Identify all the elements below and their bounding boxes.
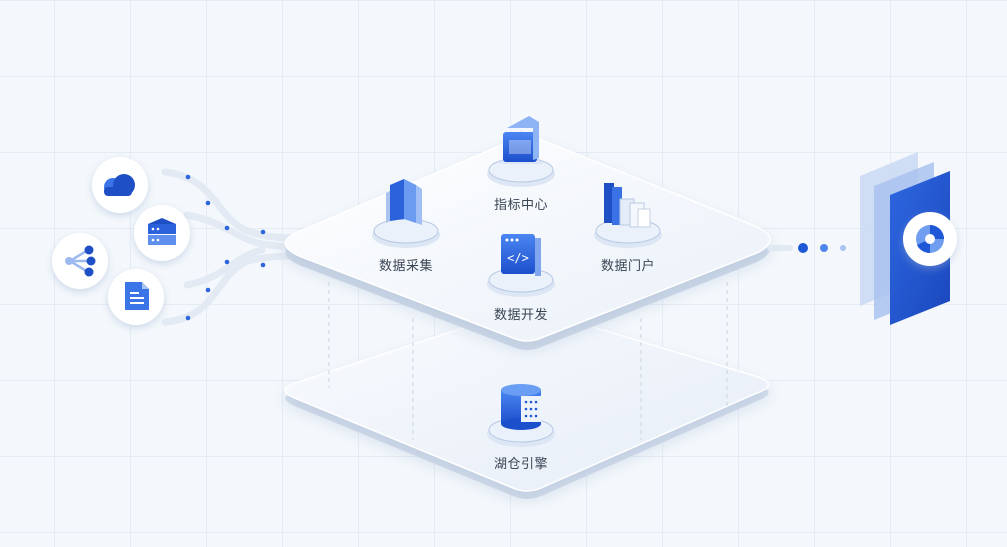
svg-text:</>: </> [507,251,529,265]
module-label-metrics: 指标中心 [493,198,549,213]
share-network-icon[interactable] [52,233,108,289]
connector-dots [185,174,266,321]
lakehouse-engine-icon[interactable] [487,384,555,447]
data-portal-icon[interactable] [594,183,662,248]
server-icon[interactable] [134,205,190,261]
dashed-supports [328,282,728,440]
output-connector [767,243,846,253]
data-collection-icon[interactable] [372,179,440,248]
module-label-portal: 数据门户 [600,259,656,274]
cloud-icon[interactable] [92,157,148,213]
metrics-center-icon[interactable] [487,116,555,187]
module-label-collect: 数据采集 [378,259,434,274]
data-development-icon[interactable]: </> [487,234,555,297]
pie-chart-panel-icon[interactable] [860,152,957,325]
source-connectors [161,168,304,326]
module-label-develop: 数据开发 [493,308,549,323]
module-label-engine: 湖仓引擎 [493,457,549,472]
document-icon[interactable] [108,269,164,325]
